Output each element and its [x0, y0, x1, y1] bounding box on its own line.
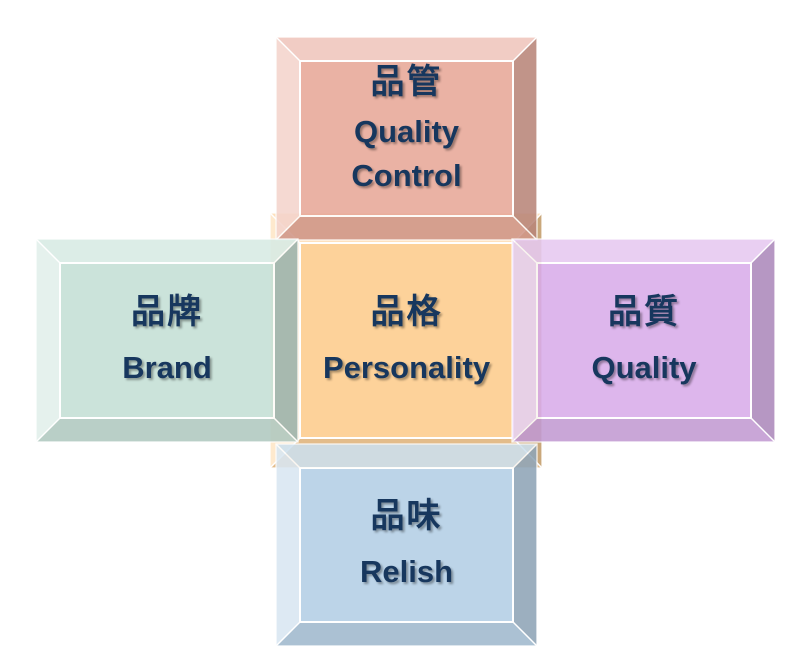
box-left-base — [36, 239, 298, 442]
bevel-corner-line — [512, 36, 538, 62]
box-center-label: 品格 Personality — [290, 292, 523, 390]
bevel-left — [36, 239, 60, 442]
bevel-corner-line — [512, 621, 538, 647]
box-top-en-line2: Control — [351, 158, 462, 193]
bevel-corner-line — [275, 36, 301, 62]
bevel-bottom — [512, 418, 775, 442]
box-bottom-en: Relish — [359, 554, 454, 589]
bevel-top — [36, 239, 298, 263]
box-right-zh: 品質 — [608, 292, 680, 332]
bevel-right — [513, 444, 537, 646]
box-left — [35, 238, 299, 443]
bevel-corner-line — [512, 443, 538, 469]
bevel-top — [276, 444, 537, 468]
bevel-left — [276, 37, 300, 240]
bevel-right — [513, 37, 537, 240]
bevel-bottom — [276, 622, 537, 646]
bevel-corner-line — [35, 417, 61, 443]
bevel-bottom — [276, 216, 537, 240]
box-right-base — [512, 239, 775, 442]
box-center-zh: 品格 — [370, 292, 443, 332]
bevel-corner-line — [275, 215, 301, 241]
box-top-base — [276, 37, 537, 240]
box-top-label: 品管 Quality Control — [300, 62, 513, 198]
box-top — [275, 36, 538, 241]
box-bottom-zh: 品味 — [370, 496, 443, 536]
bevel-bottom — [36, 418, 298, 442]
box-right-label: 品質 Quality — [537, 292, 751, 390]
box-bottom-label: 品味 Relish — [300, 496, 513, 594]
box-center-base — [270, 213, 542, 468]
bevel-right — [751, 239, 775, 442]
box-top-zh: 品管 — [370, 62, 443, 102]
bevel-corner-line — [273, 417, 299, 443]
bevel-left — [512, 239, 537, 442]
box-bottom-base — [276, 444, 537, 646]
bevel-left — [276, 444, 300, 646]
bevel-top — [512, 239, 775, 263]
box-center-en: Personality — [322, 350, 491, 385]
bevel-corner-line — [275, 621, 301, 647]
box-left-zh: 品牌 — [131, 292, 203, 332]
bevel-right — [274, 239, 298, 442]
box-left-en: Brand — [122, 350, 212, 385]
bevel-corner-line — [273, 238, 299, 264]
box-bottom — [275, 443, 538, 647]
bevel-corner-line — [511, 417, 538, 443]
bevel-corner-line — [750, 417, 776, 443]
box-top-en-line1: Quality — [353, 114, 460, 149]
bevel-corner-line — [35, 238, 61, 264]
bevel-corner-line — [512, 215, 538, 241]
bevel-corner-line — [750, 238, 776, 264]
box-right — [511, 238, 776, 443]
bevel-corner-line — [275, 443, 301, 469]
bevel-top — [276, 37, 537, 61]
bevel-corner-line — [511, 238, 538, 264]
box-left-label: 品牌 Brand — [60, 292, 274, 390]
box-right-en: Quality — [591, 350, 697, 385]
